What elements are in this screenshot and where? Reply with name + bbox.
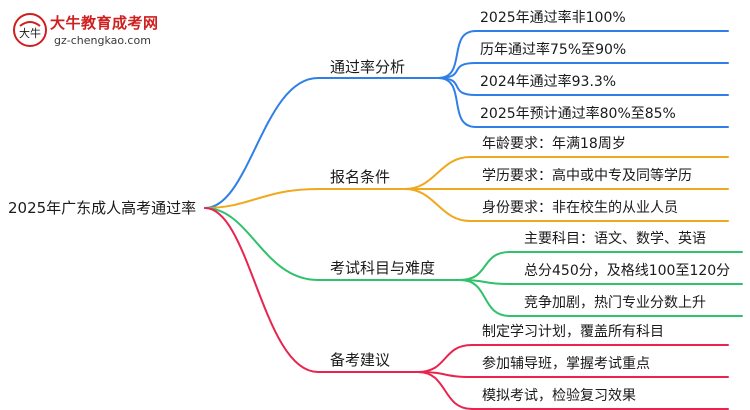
branch-child-connector: [459, 279, 511, 317]
root-topic: 2025年广东成人高考通过率: [8, 199, 197, 217]
logo-mark-text: 大牛: [19, 26, 41, 40]
logo-url: gz-chengkao.com: [54, 34, 151, 47]
site-logo[interactable]: 大牛 大牛教育成考网 gz-chengkao.com: [6, 10, 176, 54]
child-topic: 参加辅导班，掌握考试重点: [482, 356, 650, 372]
root-branch-connector: [204, 77, 319, 209]
branch-topic: 备考建议: [330, 351, 391, 369]
branch-child-connector: [417, 371, 473, 410]
branch-child-connector: [437, 77, 477, 128]
branch-topic: 报名条件: [330, 168, 391, 186]
child-topic: 2025年预计通过率80%至85%: [480, 106, 676, 122]
child-topic: 制定学习计划，覆盖所有科目: [482, 324, 664, 340]
child-topic: 学历要求：高中或中专及同等学历: [482, 168, 692, 184]
root-branch-connector: [204, 207, 319, 281]
child-topic: 主要科目：语文、数学、英语: [524, 231, 706, 247]
branch-child-connector: [417, 344, 473, 373]
child-topic: 2025年通过率非100%: [480, 10, 626, 26]
branch-child-connector: [459, 251, 511, 281]
branch-child-connector: [437, 62, 477, 79]
logo-mark-icon: 大牛: [13, 13, 47, 47]
child-topic: 历年通过率75%至90%: [480, 42, 627, 58]
branch-child-connector: [404, 156, 471, 190]
child-topic: 身份要求：非在校生的从业人员: [482, 200, 678, 216]
child-topic: 竞争加剧，热门专业分数上升: [524, 295, 706, 311]
branch-child-connector: [437, 77, 477, 96]
child-topic: 2024年通过率93.3%: [480, 74, 617, 90]
branch-topic: 考试科目与难度: [330, 259, 436, 277]
child-topic: 总分450分，及格线100至120分: [524, 263, 731, 279]
child-topic: 模拟考试，检验复习效果: [482, 388, 636, 404]
branch-child-connector: [404, 188, 471, 222]
logo-title: 大牛教育成考网: [50, 14, 159, 32]
branch-child-connector: [437, 30, 477, 79]
root-branch-connector: [204, 188, 319, 209]
branch-topic: 通过率分析: [330, 58, 406, 76]
child-topic: 年龄要求：年满18周岁: [482, 136, 626, 152]
root-branch-connector: [204, 207, 319, 373]
